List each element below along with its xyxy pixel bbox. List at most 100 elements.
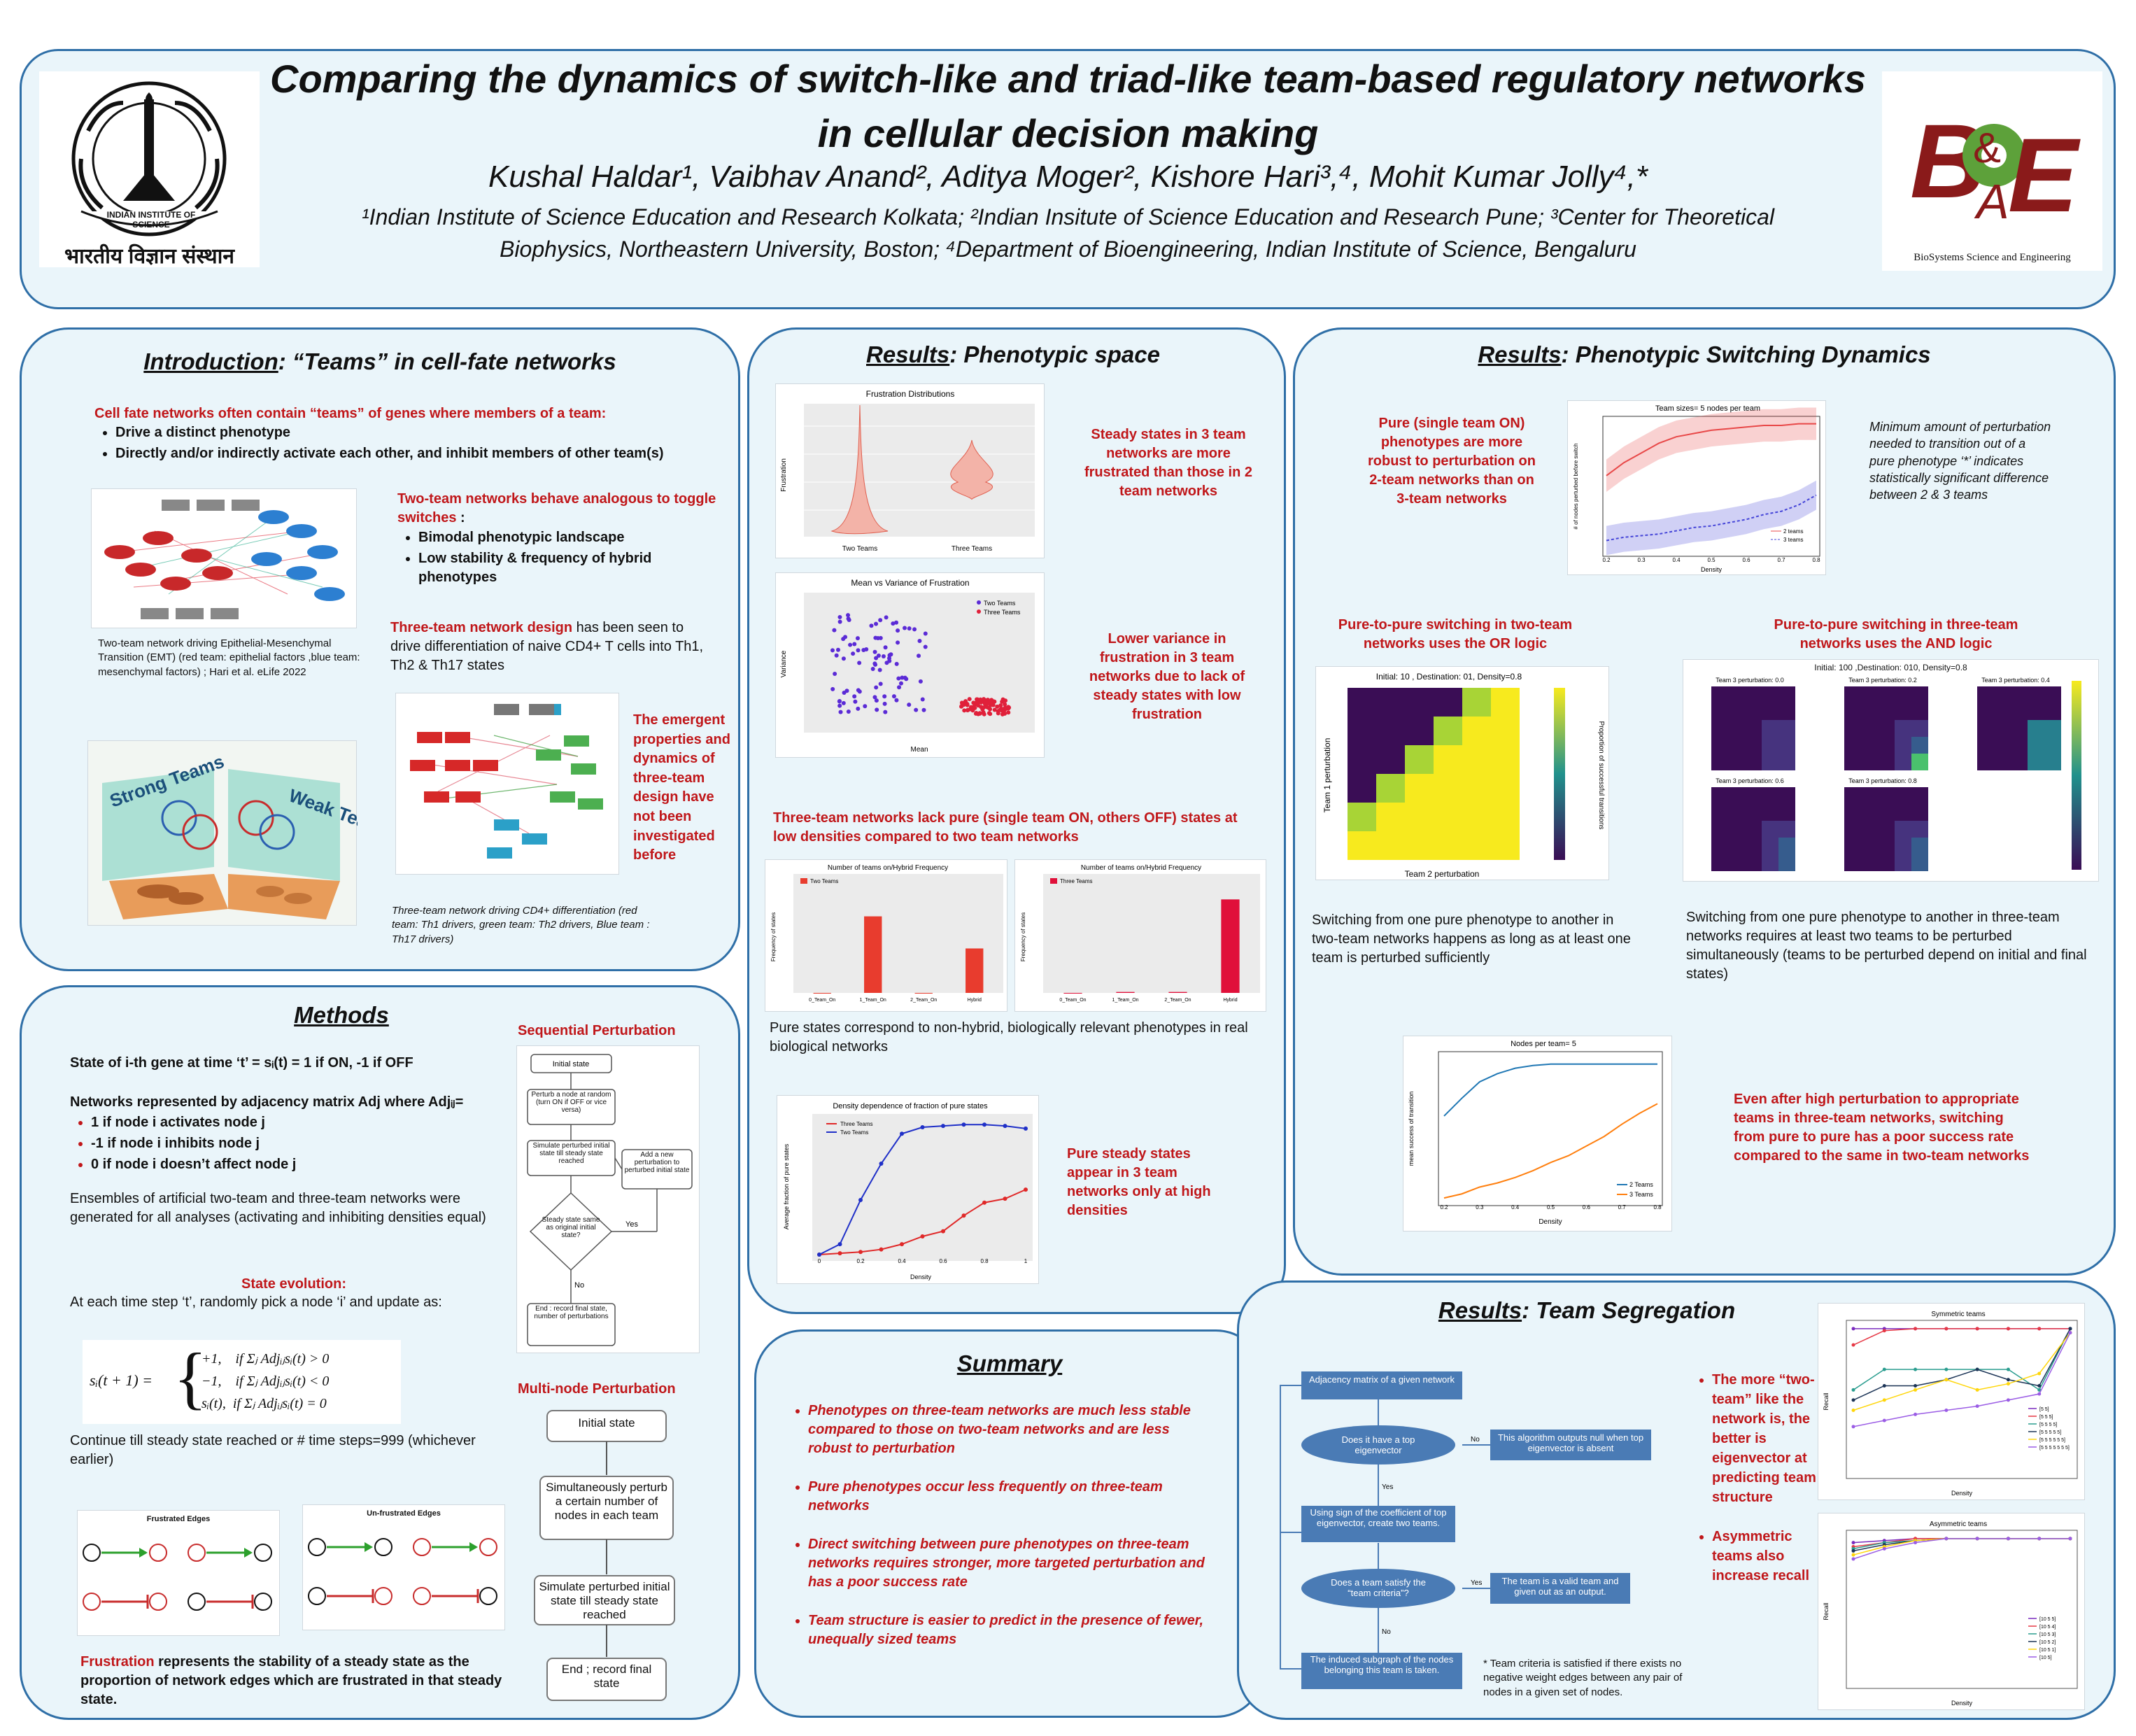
asym-ylabel: Recall [1823, 1602, 1830, 1620]
data-point [900, 1242, 904, 1247]
scatter-point-two [874, 621, 879, 626]
scatter-point-two [883, 645, 888, 650]
hm3-cell [2044, 703, 2061, 720]
scatter-point-two [832, 628, 837, 633]
bar-category-label: Hybrid [968, 998, 982, 1003]
cd4-caption: Three-team network driving CD4+ differen… [392, 905, 650, 945]
recall-point [1882, 1398, 1886, 1402]
recall-point [1882, 1329, 1886, 1333]
summary-item: Team structure is easier to predict in t… [808, 1611, 1207, 1649]
scatter-point-three [988, 707, 993, 712]
bar3-ylabel: Frequency of states [1020, 912, 1026, 961]
unfrustrated-edges-figure: Un-frustrated Edges [302, 1504, 505, 1630]
flow-yes-2: Yes [1471, 1579, 1482, 1587]
recall-point [2037, 1537, 2042, 1541]
hm3-cell [1994, 754, 2011, 770]
recall-point [2037, 1371, 2042, 1376]
equation-case-3: sᵢ(t), if Σⱼ Adjᵢⱼsᵢ(t) = 0 [201, 1396, 327, 1411]
hm2-cbar-label: Proportion of successful transitions [1597, 721, 1605, 829]
heatmap-cell [1376, 717, 1405, 745]
hm3-cell [2011, 686, 2028, 703]
bar-category-label: 1_Team_On [1112, 998, 1138, 1003]
flow-no-1: No [1471, 1436, 1480, 1444]
scatter-point-two [848, 642, 853, 647]
data-point [879, 1247, 884, 1252]
hm3-cell [2028, 720, 2044, 737]
bar [1221, 899, 1240, 993]
heatmap-cell [1434, 803, 1462, 831]
recall-point [1851, 1388, 1855, 1392]
x-tick-label: 0.2 [1602, 557, 1611, 563]
hm3-cell [1778, 737, 1795, 754]
scatter-point-two [841, 656, 846, 661]
x-tick-label: 0.3 [1637, 557, 1646, 563]
scatter-point-two [884, 615, 889, 620]
scatter-point-two [912, 627, 917, 632]
hm3-cell [1844, 854, 1861, 871]
adjacency-values: 1 if node i activates node j -1 if node … [70, 1111, 518, 1176]
heatmap-cell [1491, 774, 1520, 803]
recall-line [1853, 1328, 2071, 1391]
scatter-point-three [1000, 708, 1005, 713]
scatter-point-two [875, 707, 879, 712]
scatter-point-three [988, 699, 993, 704]
heatmap-cell [1348, 803, 1376, 831]
hm3-cell [1745, 838, 1762, 854]
x-tick-label: 0 [818, 1258, 821, 1264]
recall-point [2068, 1327, 2072, 1331]
iisc-logo: INDIAN INSTITUTE OF SCIENCE भारतीय विज्ञ… [39, 71, 260, 268]
data-point [941, 1124, 945, 1129]
hm3-cell [1977, 737, 1994, 754]
hm3-cell [1994, 703, 2011, 720]
scatter-point-two [923, 644, 928, 649]
affiliations-line1: ¹Indian Institute of Science Education a… [362, 204, 1774, 230]
scatter-point-three [970, 705, 975, 710]
x-tick-label: 0.2 [856, 1258, 865, 1264]
heatmap-cell [1491, 745, 1520, 774]
seq-step-4: Steady state same as original initial st… [542, 1216, 600, 1239]
two-team-bullet: Low stability & frequency of hybrid phen… [418, 549, 726, 587]
scatter-point-two [874, 698, 879, 703]
data-point [837, 1242, 842, 1247]
hm2-ylabel: Team 1 perturbation [1322, 738, 1332, 813]
hm3-cell [2011, 703, 2028, 720]
scatter-point-three [971, 700, 976, 705]
update-equation: sᵢ(t + 1) = { +1, if Σⱼ Adjᵢⱼsᵢ(t) > 0 −… [83, 1340, 401, 1424]
hm3-cell [1861, 686, 1878, 703]
hm3-cell [1728, 754, 1745, 770]
multi-node-title: Multi-node Perturbation [518, 1381, 676, 1397]
hm3-cell [1762, 703, 1778, 720]
heatmap-cell [1462, 745, 1491, 774]
bar [914, 993, 933, 994]
hm3-cell [1844, 737, 1861, 754]
data-point [961, 1213, 966, 1218]
methods-title: Methods [294, 1002, 389, 1028]
hm3-cell [1762, 720, 1778, 737]
hm3-cell [1844, 754, 1861, 770]
scatter-point-two [837, 699, 842, 704]
multi-step-1: Initial state [578, 1416, 635, 1430]
scatter-point-two [856, 706, 861, 711]
recall-legend-label: [5 5 5 5] [2039, 1423, 2057, 1427]
scatter-point-two [903, 675, 907, 680]
heatmap-cell [1491, 717, 1520, 745]
series-line [1606, 423, 1816, 477]
hm3-cell [1911, 754, 1928, 770]
continue-text: Continue till steady state reached or # … [70, 1433, 476, 1467]
series-band [1606, 407, 1816, 492]
flow-step-valid: The team is a valid team and given out a… [1501, 1576, 1619, 1597]
scatter-point-two [896, 628, 900, 633]
hm3-cell [1911, 804, 1928, 821]
multi-step-3: Simulate perturbed initial state till st… [539, 1580, 670, 1621]
recall-legend-label: [10 5] [2039, 1656, 2052, 1660]
scatter-point-two [833, 672, 837, 677]
hm3-title: Initial: 100 ,Destination: 010, Density=… [1814, 663, 1967, 672]
scatter-point-two [898, 681, 903, 686]
three-team-heatmaps: Initial: 100 ,Destination: 010, Density=… [1683, 659, 2099, 882]
flow-step-subgraph: The induced subgraph of the nodes belong… [1310, 1654, 1454, 1675]
hm3-cell [1711, 854, 1728, 871]
recall-point [2006, 1382, 2010, 1386]
equation-lhs: sᵢ(t + 1) = [90, 1371, 153, 1389]
phenospace-title: Results: Phenotypic space [866, 341, 1160, 367]
x-tick-label: 0.5 [1707, 557, 1716, 563]
